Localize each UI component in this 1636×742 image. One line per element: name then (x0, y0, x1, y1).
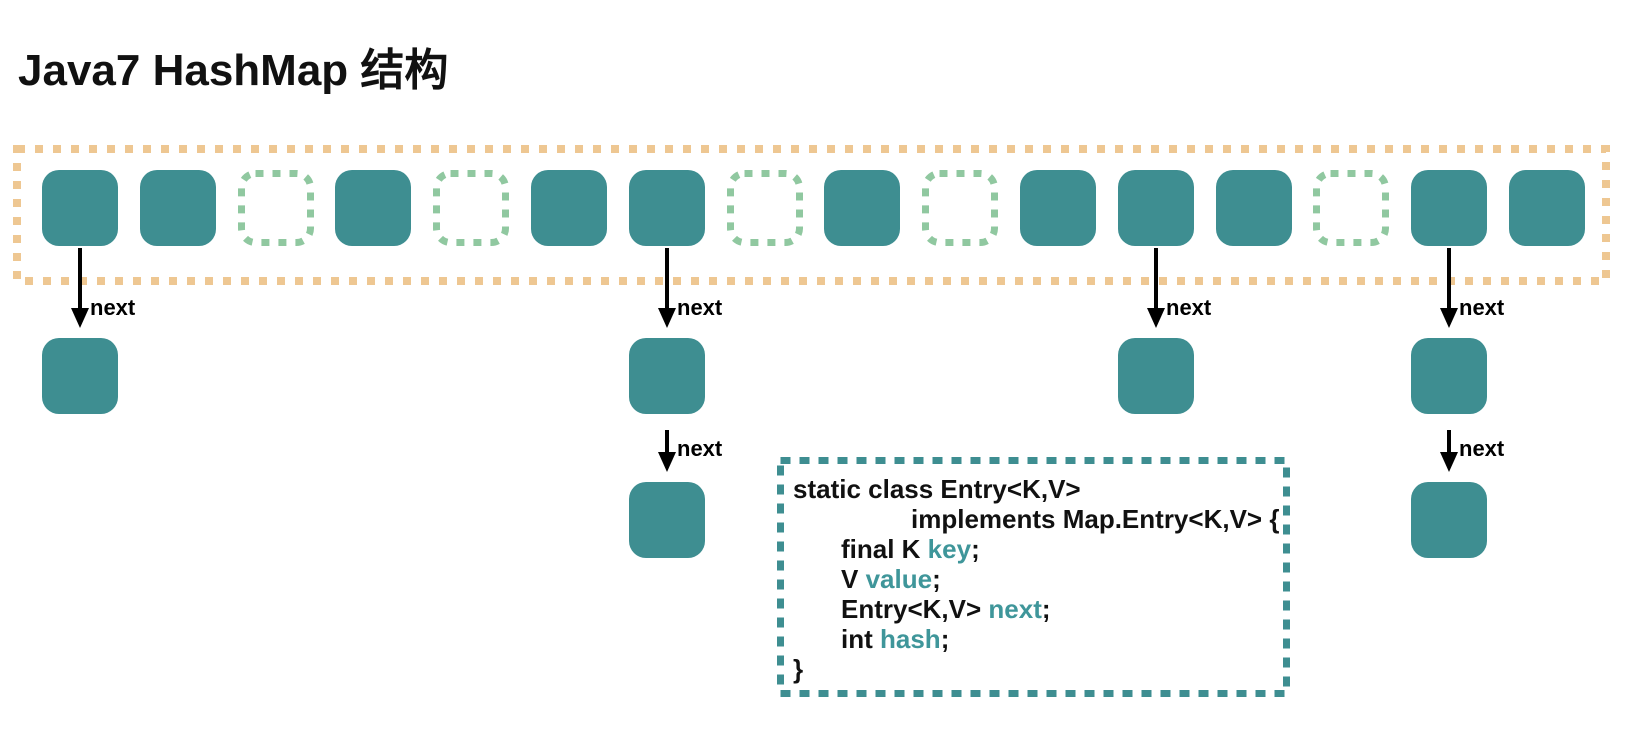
next-pointer-label: next (90, 295, 136, 320)
bucket-filled (1118, 170, 1194, 246)
next-arrow-icon (71, 248, 89, 328)
bucket-filled (531, 170, 607, 246)
bucket-empty (727, 170, 803, 246)
code-line: Entry<K,V> next; (793, 594, 1290, 624)
code-text: final K (841, 534, 928, 564)
code-field-name: next (988, 594, 1042, 624)
bucket-filled (1020, 170, 1096, 246)
code-field-name: value (865, 564, 933, 594)
next-arrow-icon (1440, 248, 1458, 328)
code-text: ; (940, 624, 950, 654)
bucket-filled (140, 170, 216, 246)
bucket-filled (824, 170, 900, 246)
next-pointer-label: next (677, 436, 723, 461)
bucket-filled (1411, 170, 1487, 246)
entry-node (1118, 338, 1194, 414)
code-text: ; (932, 564, 941, 594)
bucket-filled (1509, 170, 1585, 246)
code-line: static class Entry<K,V> (793, 474, 1290, 504)
code-text: implements Map.Entry<K,V> { (911, 504, 1280, 534)
next-pointer-label: next (1166, 295, 1212, 320)
bucket-array-border (13, 145, 1610, 285)
next-arrow-icon (658, 430, 676, 472)
next-arrow-icon (1147, 248, 1165, 328)
bucket-filled (1216, 170, 1292, 246)
bucket-filled (335, 170, 411, 246)
code-text: static class Entry<K,V> (793, 474, 1081, 504)
code-field-name: hash (880, 624, 941, 654)
code-field-name: key (927, 534, 972, 564)
bucket-empty (433, 170, 509, 246)
entry-node (629, 482, 705, 558)
code-text: Entry<K,V> (841, 594, 989, 624)
code-text: } (793, 654, 804, 684)
bucket-empty (1313, 170, 1389, 246)
next-arrow-icon (1440, 430, 1458, 472)
code-text: ; (1041, 594, 1051, 624)
entry-node (1411, 338, 1487, 414)
code-text: int (841, 624, 880, 654)
next-pointer-label: next (1459, 436, 1505, 461)
next-pointer-label: next (1459, 295, 1505, 320)
entry-node (1411, 482, 1487, 558)
entry-node (42, 338, 118, 414)
code-line: V value; (793, 564, 1290, 594)
bucket-filled (42, 170, 118, 246)
bucket-empty (238, 170, 314, 246)
next-pointer-label: next (677, 295, 723, 320)
code-box-border (777, 457, 1290, 697)
code-lines: static class Entry<K,V>implements Map.En… (777, 457, 1290, 684)
code-text: V (841, 564, 866, 594)
code-line: final K key; (793, 534, 1290, 564)
next-arrow-icon (658, 248, 676, 328)
bucket-empty (922, 170, 998, 246)
entry-class-code-box: static class Entry<K,V>implements Map.En… (777, 457, 1290, 697)
code-line: int hash; (793, 624, 1290, 654)
code-line: } (793, 654, 1290, 684)
page-title: Java7 HashMap 结构 (18, 46, 449, 95)
entry-node (629, 338, 705, 414)
bucket-filled (629, 170, 705, 246)
code-line: implements Map.Entry<K,V> { (793, 504, 1290, 534)
code-text: ; (971, 534, 980, 564)
